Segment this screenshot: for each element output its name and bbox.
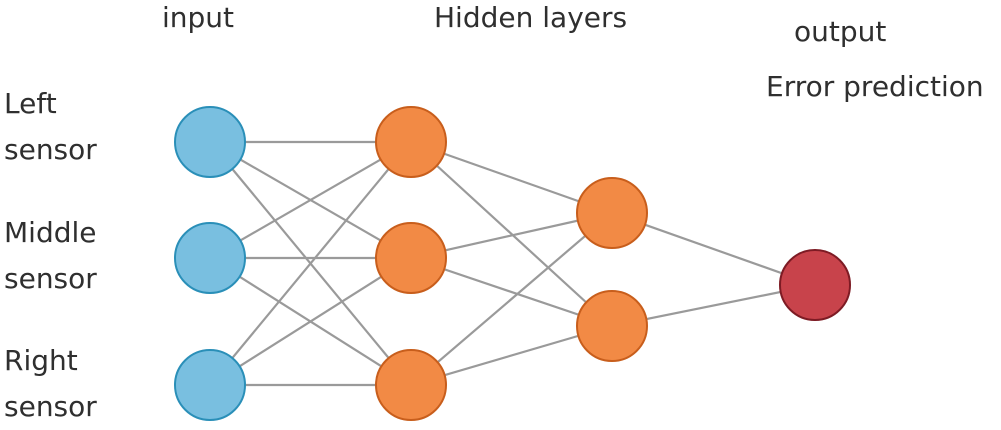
- input-node-1: [174, 106, 246, 178]
- hidden-1-node-1: [375, 106, 447, 178]
- hidden-2-node-2: [576, 290, 648, 362]
- edge-l0n1-l1n0: [209, 141, 412, 259]
- edge-l1n2-l2n0: [410, 212, 613, 386]
- hidden-layers-heading: Hidden layers: [434, 1, 628, 34]
- left-sensor-label: Left sensor: [4, 87, 97, 166]
- edge-l0n2-l1n1: [209, 257, 412, 386]
- input-node-3: [174, 349, 246, 421]
- output-node-1: [779, 249, 851, 321]
- middle-sensor-label: Middle sensor: [4, 216, 97, 295]
- connections-group: [209, 140, 816, 387]
- hidden-1-node-3: [375, 349, 447, 421]
- edge-l0n2-l1n0: [209, 141, 412, 386]
- hidden-2-node-1: [576, 177, 648, 249]
- input-node-2: [174, 222, 246, 294]
- edge-l1n0-l2n1: [410, 141, 613, 327]
- error-prediction-heading: Error prediction: [766, 70, 984, 103]
- nodes-group: [174, 106, 851, 421]
- input-heading: input: [162, 1, 235, 34]
- output-heading: output: [794, 15, 887, 48]
- right-sensor-label: Right sensor: [4, 344, 97, 423]
- hidden-1-node-2: [375, 222, 447, 294]
